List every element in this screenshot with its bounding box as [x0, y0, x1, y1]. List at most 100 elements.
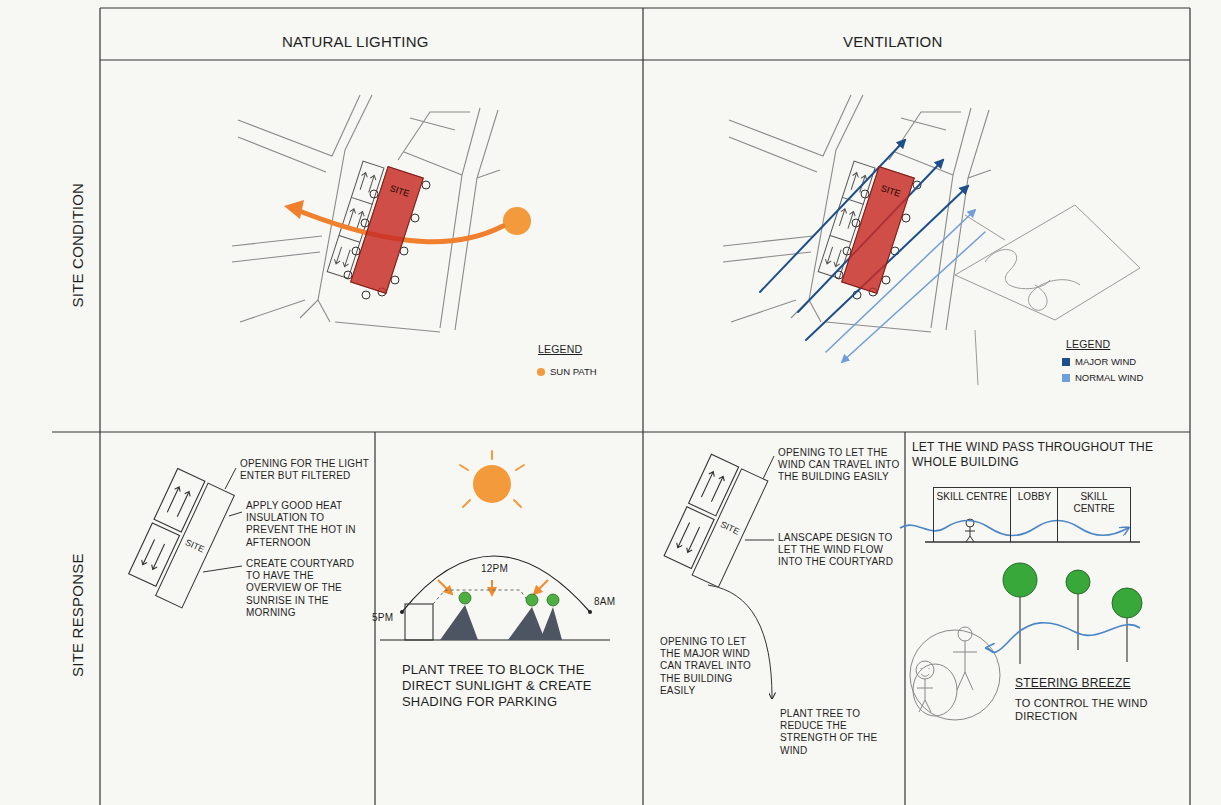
sun-diagram: [440, 605, 562, 640]
sheet-grid: [642, 8, 643, 805]
sun-diagram: [526, 594, 538, 606]
breeze-sketch: [1003, 563, 1142, 618]
breeze-sketch: [910, 627, 1000, 720]
site-map: [232, 95, 991, 332]
breeze-sketch: [1077, 594, 1078, 650]
pencil-sketch: [975, 330, 978, 385]
sheet-grid: [52, 8, 1190, 805]
sun-diagram: [460, 451, 524, 507]
sun-diagram: [438, 580, 452, 594]
sun-diagram: [459, 592, 559, 606]
site-plan: SITE: [155, 482, 235, 608]
breeze-sketch: [921, 668, 929, 676]
sheet-grid: [1189, 8, 1190, 805]
legend-item: SUN PATH: [537, 366, 597, 377]
node-text: SITE: [880, 183, 902, 199]
note-text: LET THE WIND PASS THROUGHOUT THE WHOLE B…: [912, 440, 1182, 469]
breeze-sketch: [1003, 563, 1037, 597]
breeze-sketch: [987, 623, 1140, 653]
leader-line: [203, 566, 242, 572]
pencil-sketch: [955, 205, 1140, 385]
sheet-grid: [52, 431, 1190, 432]
sun-diagram: [588, 610, 592, 614]
node-text: SITE: [184, 536, 206, 554]
note-text: 12PM: [481, 563, 508, 575]
room-box: LOBBY: [1010, 487, 1058, 542]
legend-swatch: [537, 368, 545, 376]
sun-diagram: [433, 590, 530, 604]
sun-diagram: [516, 465, 524, 470]
note-text: PLANT TREE TO REDUCE THE STRENGTH OF THE…: [780, 708, 895, 757]
site-map: [232, 95, 500, 332]
node-text: LOBBY: [1018, 491, 1051, 503]
breeze-sketch: [917, 679, 933, 712]
sun-diagram: [380, 451, 610, 640]
note-text: LEGEND: [538, 343, 582, 356]
sun-diagram: [540, 607, 562, 640]
sheet-grid: [99, 8, 100, 805]
note-text: OPENING FOR THE LIGHT ENTER BUT FILTERED: [240, 458, 370, 482]
note-text: 5PM: [372, 612, 393, 624]
note-text: CREATE COURTYARD TO HAVE THE OVERVIEW OF…: [246, 558, 368, 619]
leader-line: [225, 468, 236, 489]
plan-sketch: [699, 470, 726, 503]
note-text: APPLY GOOD HEAT INSULATION TO PREVENT TH…: [246, 500, 368, 549]
sheet-grid: [904, 432, 905, 805]
legend-swatch: [1062, 374, 1070, 382]
row-heading: SITE RESPONSE: [69, 530, 87, 700]
note-text: STEERING BREEZE: [1015, 676, 1131, 691]
sheet-grid: [100, 7, 1190, 8]
plan-sketch: [165, 486, 192, 519]
breeze-sketch: [1066, 570, 1090, 594]
section-sketch: [965, 527, 975, 542]
column-heading: VENTILATION: [843, 33, 942, 51]
note-text: PLANT TREE TO BLOCK THE DIRECT SUNLIGHT …: [402, 662, 617, 710]
legend-text: MAJOR WIND: [1075, 356, 1136, 367]
note-text: LANSCAPE DESIGN TO LET THE WIND FLOW INT…: [778, 532, 900, 569]
sheet-grid: [100, 59, 1190, 60]
note-text: 8AM: [594, 596, 615, 608]
leader-line: [745, 540, 774, 541]
pencil-sketch: [955, 205, 1140, 320]
room-box: SKILL CENTRE: [1057, 487, 1131, 542]
legend-text: NORMAL WIND: [1075, 372, 1143, 383]
sun-diagram: [459, 592, 471, 604]
site-map: [723, 95, 991, 332]
legend-item: NORMAL WIND: [1062, 372, 1143, 383]
section-sketch: [900, 521, 1128, 536]
note-text: LEGEND: [1066, 338, 1110, 351]
breeze-sketch: [916, 661, 934, 679]
section-sketch: [965, 519, 975, 542]
room-box: SKILL CENTRE: [933, 487, 1011, 542]
breeze-sketch: [1112, 588, 1142, 618]
breeze-sketch: [958, 627, 972, 641]
legend-text: SUN PATH: [550, 366, 597, 377]
sun-diagram: [491, 580, 493, 595]
pencil-sketch: [965, 215, 1005, 240]
row-heading: SITE CONDITION: [69, 160, 87, 330]
section-sketch: [900, 519, 1140, 542]
pencil-sketch: [985, 250, 1050, 289]
note-text: OPENING TO LET THE WIND CAN TRAVEL INTO …: [778, 447, 900, 484]
sun-diagram: [405, 604, 433, 640]
plan-sketch: [675, 521, 702, 554]
sun-diagram: [534, 580, 548, 594]
breeze-sketch: [910, 563, 1142, 720]
leader-line: [203, 456, 774, 698]
note-text: TO CONTROL THE WIND DIRECTION: [1015, 697, 1150, 724]
breeze-sketch: [913, 664, 957, 716]
sun-diagram: [440, 605, 478, 640]
plan-sketch: [140, 538, 167, 571]
legend-item: MAJOR WIND: [1062, 356, 1136, 367]
pencil-sketch: [1028, 280, 1080, 311]
note-text: OPENING TO LET THE MAJOR WIND CAN TRAVEL…: [660, 636, 756, 697]
legend-swatch: [1062, 358, 1070, 366]
section-sketch: [925, 541, 1140, 542]
column-heading: NATURAL LIGHTING: [282, 33, 429, 51]
breeze-sketch: [910, 630, 1000, 720]
node-text: SKILL CENTRE: [1060, 491, 1128, 514]
sun-diagram: [463, 500, 470, 507]
sun-diagram: [460, 465, 468, 470]
node-text: SITE: [719, 519, 741, 537]
sun-diagram: [491, 451, 493, 459]
